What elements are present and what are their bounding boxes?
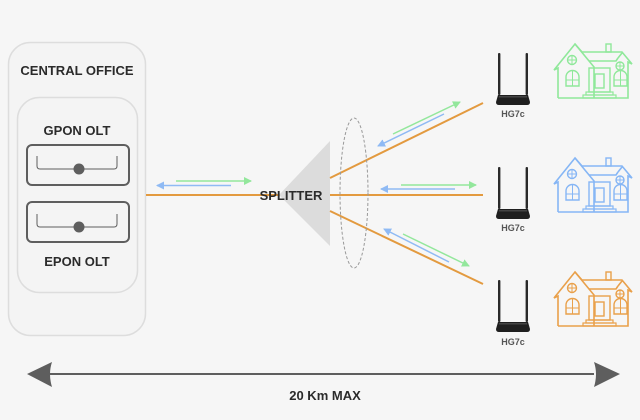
drop3-upstream-arrow bbox=[383, 228, 450, 263]
house-icon-2 bbox=[553, 157, 633, 213]
splitter-output-group bbox=[339, 117, 369, 269]
gpon-olt-device bbox=[26, 144, 130, 186]
router-icon-2 bbox=[496, 167, 530, 219]
drop-fiber-1 bbox=[329, 102, 484, 179]
distance-label: 20 Km MAX bbox=[289, 388, 361, 403]
drop1-upstream-arrow bbox=[377, 113, 445, 147]
drop1-downstream-arrow bbox=[392, 101, 461, 135]
drop3-downstream-arrow bbox=[402, 233, 470, 267]
splitter-shape bbox=[279, 141, 330, 246]
olt-group-box bbox=[16, 96, 139, 294]
epon-olt-device bbox=[26, 201, 130, 243]
arrow-right-icon bbox=[594, 362, 620, 387]
house-icon-3 bbox=[553, 271, 633, 327]
gpon-olt-label: GPON OLT bbox=[44, 123, 111, 138]
arrow-left-icon bbox=[27, 362, 52, 387]
splitter-label: SPLITTER bbox=[260, 188, 323, 203]
onu-label-2: HG7c bbox=[501, 223, 525, 233]
epon-port-icon bbox=[73, 221, 85, 233]
distance-arrow bbox=[27, 362, 620, 387]
central-office-title: CENTRAL OFFICE bbox=[20, 63, 133, 78]
router-icon-3 bbox=[496, 280, 530, 332]
gpon-port-icon bbox=[73, 163, 85, 175]
router-icon-1 bbox=[496, 53, 530, 105]
house-icon-1 bbox=[553, 43, 633, 99]
onu-label-1: HG7c bbox=[501, 109, 525, 119]
epon-olt-label: EPON OLT bbox=[44, 254, 110, 269]
onu-label-3: HG7c bbox=[501, 337, 525, 347]
drop-fiber-3 bbox=[329, 210, 484, 285]
